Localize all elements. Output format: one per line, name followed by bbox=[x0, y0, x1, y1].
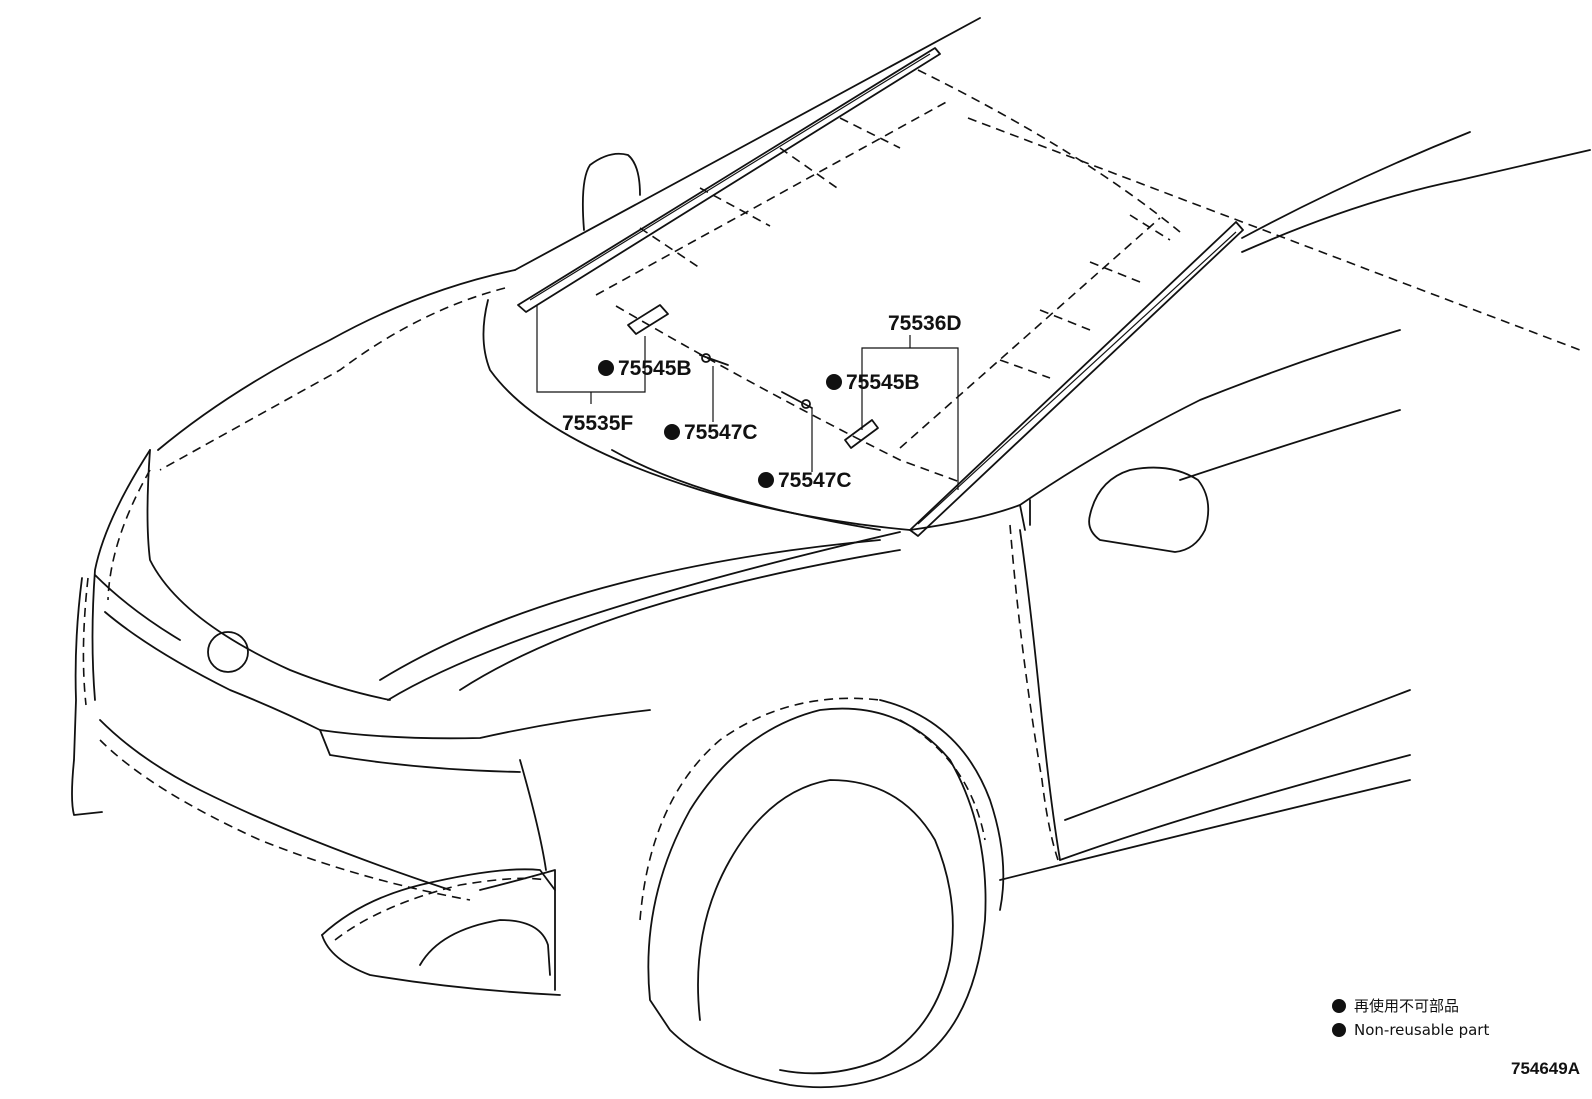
non-reusable-dot-75545b-right bbox=[826, 374, 842, 390]
callout-75545b-left: 75545B bbox=[618, 357, 692, 380]
windshield-panels bbox=[595, 99, 1171, 483]
legend-japanese-label: 再使用不可部品 bbox=[1354, 997, 1460, 1015]
front-wheel bbox=[639, 697, 1005, 1089]
callout-75547c-right: 75547C bbox=[778, 469, 852, 492]
legend-bullet-icon bbox=[1332, 1023, 1346, 1037]
legend-english: Non-reusable part bbox=[1332, 1021, 1489, 1039]
callout-75535f: 75535F bbox=[562, 412, 633, 435]
leader-lines bbox=[536, 305, 959, 490]
clips-right bbox=[781, 391, 879, 449]
right-roof-molding bbox=[909, 221, 1244, 537]
hood-and-body bbox=[71, 269, 911, 996]
callout-75547c-left: 75547C bbox=[684, 421, 758, 444]
side-mirror-left bbox=[581, 152, 1210, 553]
legend-bullet-icon bbox=[1332, 999, 1346, 1013]
legend-japanese: 再使用不可部品 bbox=[1332, 995, 1459, 1016]
non-reusable-dot-75547c-right bbox=[758, 472, 774, 488]
roof-lines bbox=[514, 17, 1591, 351]
non-reusable-dot-75547c-left bbox=[664, 424, 680, 440]
callout-75545b-right: 75545B bbox=[846, 371, 920, 394]
legend-english-label: Non-reusable part bbox=[1354, 1021, 1490, 1039]
non-reusable-dot-75545b-left bbox=[598, 360, 614, 376]
callout-75536d: 75536D bbox=[888, 312, 962, 335]
clips-left bbox=[627, 304, 729, 366]
diagram-id: 754649A bbox=[1510, 1059, 1580, 1078]
left-roof-molding bbox=[517, 47, 941, 313]
fender-and-side bbox=[909, 329, 1411, 881]
